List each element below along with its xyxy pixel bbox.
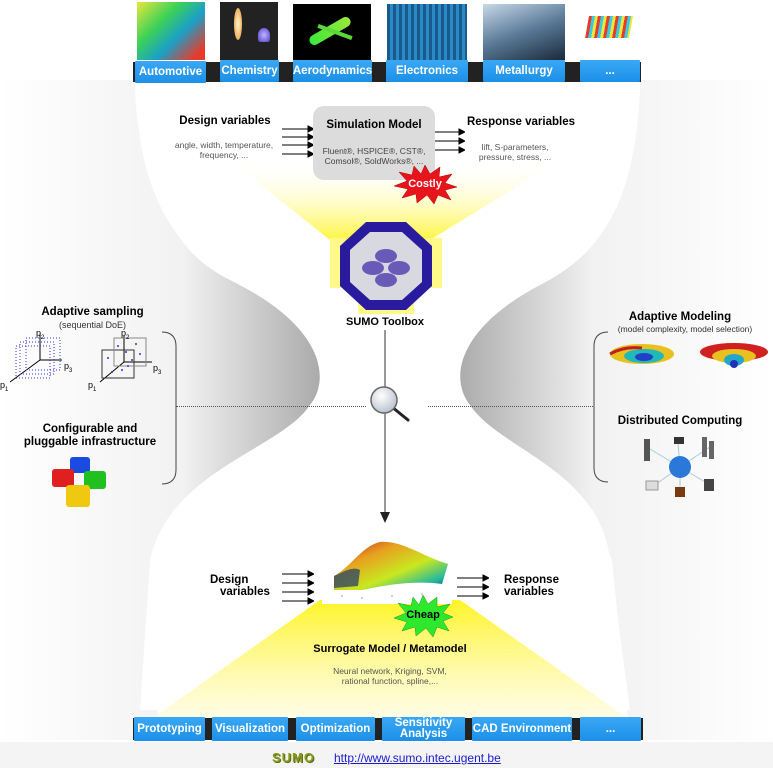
surrogate-model-title: Surrogate Model / Metamodel [313, 643, 467, 655]
tab-automotive[interactable]: Automotive [135, 61, 206, 83]
sumo-toolbox-label: SUMO Toolbox [345, 316, 424, 328]
automotive-thumbnail [137, 2, 205, 60]
surrogate-model-desc-1: Neural network, Kriging, SVM, [333, 666, 447, 676]
surrogate-outputs-title-1: Response [504, 574, 559, 586]
output-arrows-bottom [457, 574, 489, 600]
flow-arrowhead-icon [380, 512, 390, 523]
puzzle-pieces-icon [52, 457, 106, 507]
adaptive-modeling-title: Adaptive Modeling [628, 311, 732, 323]
response-variables-title: Response variables [466, 116, 576, 128]
tab-optimization[interactable]: Optimization [296, 717, 375, 741]
response-variables-desc-1: lift, S-parameters, [481, 142, 549, 152]
electronics-thumbnail [387, 4, 467, 60]
costly-starburst-icon [393, 164, 458, 204]
simulation-model-desc-2: Comsol®, SoldWorks®, ... [324, 156, 424, 166]
surrogate-surface-plot [322, 536, 452, 604]
axis-label-p3-left: p3 [64, 361, 73, 374]
output-arrows-top [435, 128, 465, 154]
surrogate-outputs-title-2: variables [504, 586, 554, 598]
tab-more-applications[interactable]: ... [580, 717, 641, 741]
left-bracket [161, 331, 177, 485]
surrogate-model-desc-2: rational function, spline,... [341, 676, 439, 686]
chemistry-thumbnail [220, 2, 278, 60]
response-variables-desc-2: pressure, stress, ... [478, 152, 552, 162]
tab-electronics[interactable]: Electronics [386, 60, 468, 82]
infrastructure-title-1: Configurable and [42, 423, 138, 435]
tab-chemistry[interactable]: Chemistry [220, 60, 279, 82]
adaptive-modeling-subtitle: (model complexity, model selection) [617, 324, 753, 334]
tab-sensitivity-analysis[interactable]: Sensitivity Analysis [382, 717, 465, 741]
axis-label-p1-left: p1 [0, 380, 9, 393]
adaptive-sampling-subtitle: (sequential DoE) [58, 320, 127, 330]
tab-visualization[interactable]: Visualization [212, 717, 288, 741]
distributed-computing-icon [644, 437, 714, 497]
costly-badge-label: Costly [408, 178, 442, 190]
surface-plot-rough-icon [700, 343, 768, 368]
surface-plot-smooth-icon [609, 344, 674, 364]
dotted-line-right [428, 406, 593, 407]
cheap-badge-label: Cheap [406, 609, 440, 621]
dotted-line-left [176, 406, 366, 407]
infrastructure-title-2: pluggable infrastructure [23, 436, 157, 448]
axis-label-p3-right: p3 [153, 363, 162, 376]
surrogate-inputs-title-1: Design [210, 574, 249, 586]
tab-more-domains[interactable]: ... [580, 60, 640, 82]
adaptive-sampling-title: Adaptive sampling [41, 306, 144, 318]
simulation-model-desc-1: Fluent®, HSPICE®, CST®, [322, 146, 426, 156]
input-arrows-top [282, 125, 314, 158]
dense-grid-sampling-icon [9, 334, 62, 383]
design-variables-desc-1: angle, width, temperature, [174, 140, 274, 150]
flow-line [384, 330, 386, 520]
sumo-logo: SUMO [272, 750, 315, 765]
tab-prototyping[interactable]: Prototyping [134, 717, 205, 741]
input-arrows-bottom [282, 570, 314, 605]
tab-metallurgy[interactable]: Metallurgy [483, 60, 565, 82]
metallurgy-thumbnail [483, 4, 565, 60]
cheap-starburst-icon [393, 594, 454, 638]
simulation-model-title: Simulation Model [326, 119, 422, 131]
sumo-website-link[interactable]: http://www.sumo.intec.ugent.be [334, 751, 501, 765]
sequential-sampling-icon [99, 336, 152, 383]
sumo-toolbox-diagram [330, 222, 442, 314]
surrogate-inputs-title-2: variables [220, 586, 270, 598]
tab-aerodynamics[interactable]: Aerodynamics [293, 60, 372, 82]
axis-label-p2-left: p2 [36, 328, 45, 341]
right-bracket [593, 331, 609, 483]
magnifier-icon [370, 386, 410, 422]
design-variables-desc-2: frequency, ... [199, 150, 249, 160]
tab-cad-environment[interactable]: CAD Environment [472, 717, 572, 741]
surface-plot-thumbnail [581, 4, 637, 56]
distributed-computing-title: Distributed Computing [617, 415, 743, 427]
design-variables-title: Design variables [179, 115, 271, 127]
axis-label-p2-right: p2 [121, 328, 130, 341]
axis-label-p1-right: p1 [88, 380, 97, 393]
aerodynamics-thumbnail [293, 4, 371, 60]
